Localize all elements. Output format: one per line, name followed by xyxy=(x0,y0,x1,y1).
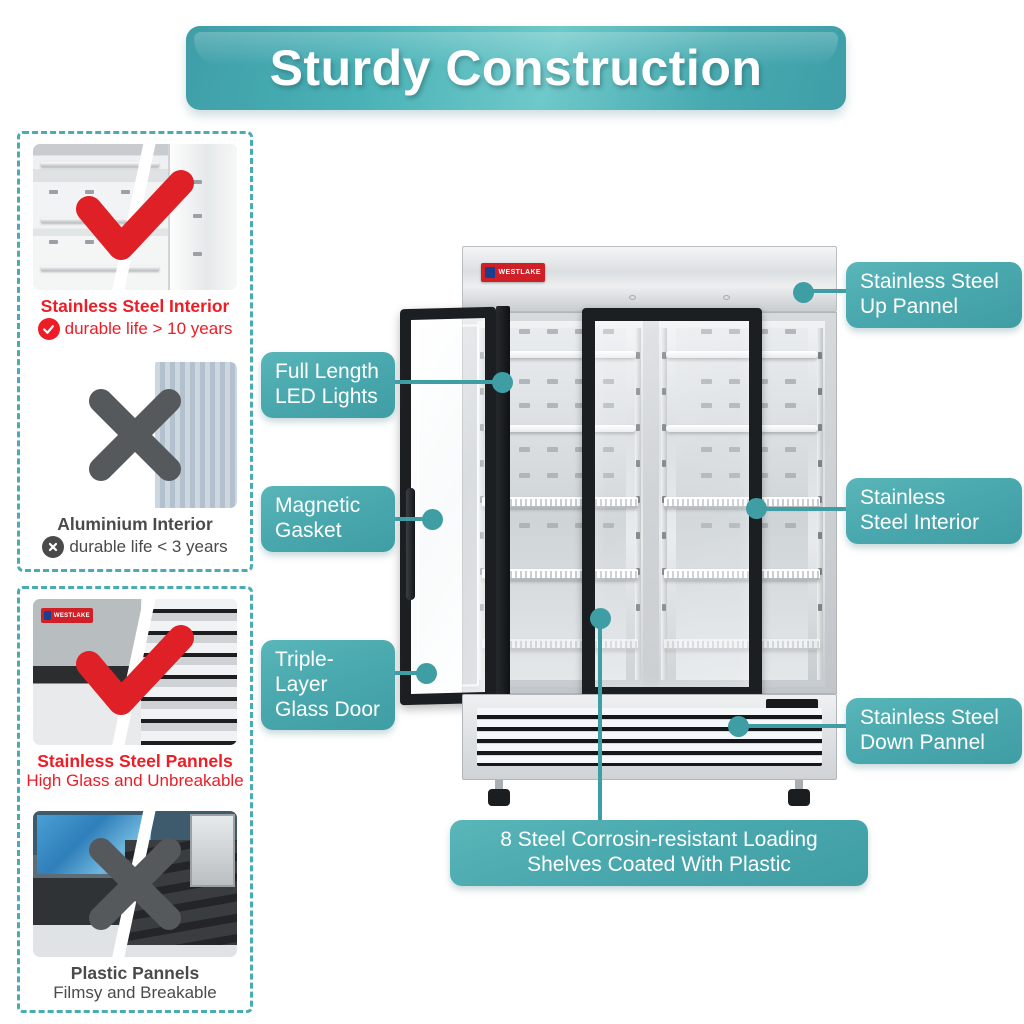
check-icon xyxy=(76,170,194,260)
wire-shelf xyxy=(481,639,638,650)
comparison-title: Stainless Steel Interior xyxy=(40,296,230,316)
connector-dot-gasket xyxy=(422,509,443,530)
left-glass-door-open[interactable] xyxy=(400,306,496,706)
stainless-steel-down-panel xyxy=(462,694,837,780)
stainless-steel-panels-photo: WESTLAKE xyxy=(33,599,237,745)
comparison-title: Plastic Pannels xyxy=(70,963,200,983)
connector-dot-down-pannel xyxy=(728,716,749,737)
page-title: Sturdy Construction xyxy=(269,40,763,96)
connector-dot-up-pannel xyxy=(793,282,814,303)
callout-line: LED Lights xyxy=(275,384,378,408)
comparison-title: Stainless Steel Pannels xyxy=(37,751,233,771)
callout-line: Glass Door xyxy=(275,697,381,721)
triple-layer-glass xyxy=(417,324,479,688)
connector-dot-led xyxy=(492,372,513,393)
connector-line-shelves xyxy=(598,618,602,824)
connector-line-led xyxy=(393,380,503,384)
callout-line: Down Pannel xyxy=(860,730,985,754)
led-light-strip xyxy=(483,425,637,432)
brand-name: WESTLAKE xyxy=(498,269,541,276)
callout-line: Triple-Layer xyxy=(275,648,334,696)
callout-stainless-steel-up-pannel[interactable]: Stainless Steel Up Pannel xyxy=(846,262,1022,328)
wire-shelf xyxy=(481,497,638,508)
comparison-caption: Stainless Steel Interior durable life > … xyxy=(20,296,250,341)
comparison-subtitle: High Glass and Unbreakable xyxy=(26,771,244,791)
brand-name: WESTLAKE xyxy=(53,612,90,619)
connector-dot-shelves xyxy=(590,608,611,629)
westlake-logo-icon: WESTLAKE xyxy=(41,608,93,623)
callout-line: Steel Interior xyxy=(860,510,980,534)
callout-line: Stainless Steel xyxy=(860,706,999,729)
connector-line-glassdoor xyxy=(393,671,423,675)
callout-line: Stainless Steel xyxy=(860,270,999,293)
connector-dot-ss-interior xyxy=(746,498,767,519)
connector-line-up-pannel xyxy=(800,289,848,293)
callout-line: Magnetic xyxy=(275,494,361,517)
right-compartment xyxy=(659,321,825,687)
callout-line: 8 Steel Corrosin-resistant Loading xyxy=(500,828,818,851)
comparison-subtitle: durable life < 3 years xyxy=(69,537,228,557)
comparison-card-plastic-panels: Plastic Pannels Filmsy and Breakable xyxy=(20,811,250,1003)
callout-stainless-steel-interior[interactable]: Stainless Steel Interior xyxy=(846,478,1022,544)
callout-line: Shelves Coated With Plastic xyxy=(527,852,791,876)
page-title-banner: Sturdy Construction xyxy=(186,26,846,110)
panel-comparison-group: WESTLAKE Stainless Steel Pannels High Gl… xyxy=(17,586,253,1013)
led-light-strip xyxy=(665,425,819,432)
cross-badge-icon xyxy=(42,536,65,559)
westlake-logo-icon: WESTLAKE xyxy=(481,263,545,282)
aluminium-interior-photo xyxy=(33,362,237,508)
door-handle[interactable] xyxy=(406,487,415,601)
comparison-caption: Plastic Pannels Filmsy and Breakable xyxy=(20,963,250,1003)
callout-line: Up Pannel xyxy=(860,294,959,318)
comparison-title: Aluminium Interior xyxy=(57,514,213,534)
callout-magnetic-gasket[interactable]: Magnetic Gasket xyxy=(261,486,395,552)
comparison-card-stainless-panels: WESTLAKE Stainless Steel Pannels High Gl… xyxy=(20,599,250,791)
comparison-subtitle: Filmsy and Breakable xyxy=(53,983,217,1003)
door-hinge xyxy=(496,306,510,706)
callout-full-length-led-lights[interactable]: Full Length LED Lights xyxy=(261,352,395,418)
callout-triple-layer-glass-door[interactable]: Triple-Layer Glass Door xyxy=(261,640,395,731)
callout-line: Full Length xyxy=(275,360,379,383)
connector-line-gasket xyxy=(393,517,429,521)
caster-wheel xyxy=(788,780,810,806)
ventilation-louvers xyxy=(477,708,822,766)
check-icon xyxy=(76,625,194,715)
connector-line-ss-interior xyxy=(760,507,848,511)
wire-shelf xyxy=(663,639,820,650)
caster-wheel xyxy=(488,780,510,806)
cross-icon xyxy=(89,389,181,481)
comparison-caption: Aluminium Interior durable life < 3 year… xyxy=(20,514,250,559)
stainless-steel-up-panel: WESTLAKE xyxy=(462,246,837,312)
comparison-subtitle: durable life > 10 years xyxy=(64,319,233,339)
connector-line-down-pannel xyxy=(735,724,848,728)
comparison-card-aluminium-interior: Aluminium Interior durable life < 3 year… xyxy=(20,362,250,559)
led-light-strip xyxy=(665,351,819,358)
check-badge-icon xyxy=(37,318,60,341)
callout-line: Gasket xyxy=(275,518,342,542)
callout-stainless-steel-down-pannel[interactable]: Stainless Steel Down Pannel xyxy=(846,698,1022,764)
callout-loading-shelves[interactable]: 8 Steel Corrosin-resistant Loading Shelv… xyxy=(450,820,868,886)
connector-dot-glassdoor xyxy=(416,663,437,684)
comparison-caption: Stainless Steel Pannels High Glass and U… xyxy=(20,751,250,791)
cross-icon xyxy=(89,838,181,930)
callout-line: Stainless xyxy=(860,486,946,509)
right-glass-door[interactable] xyxy=(582,308,762,700)
wire-shelf xyxy=(481,569,638,580)
wire-shelf xyxy=(663,497,820,508)
interior-comparison-group: Stainless Steel Interior durable life > … xyxy=(17,131,253,572)
wire-shelf xyxy=(663,569,820,580)
led-light-strip xyxy=(483,351,637,358)
comparison-card-stainless-interior: Stainless Steel Interior durable life > … xyxy=(20,144,250,341)
stainless-steel-interior-photo xyxy=(33,144,237,290)
plastic-panels-photo xyxy=(33,811,237,957)
